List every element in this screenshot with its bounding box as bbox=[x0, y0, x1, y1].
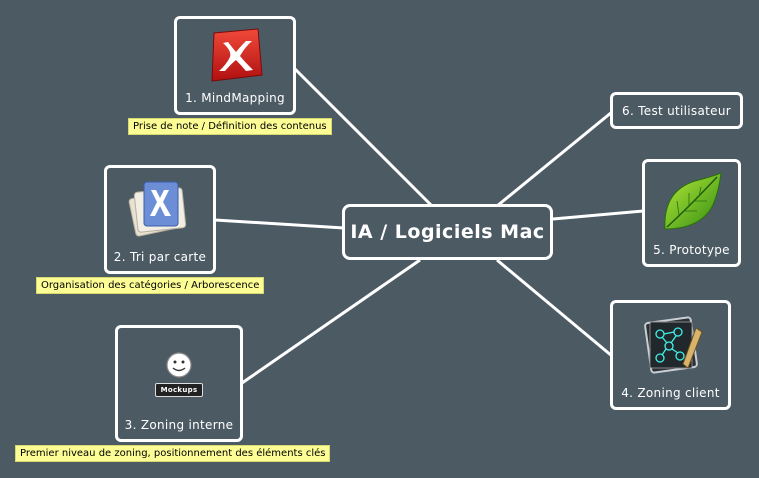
node-test-utilisateur[interactable]: 6. Test utilisateur bbox=[610, 92, 743, 129]
connector-test-utilisateur bbox=[496, 110, 613, 208]
mockups-icon: Mockups bbox=[118, 328, 240, 418]
node-zoning-interne[interactable]: Mockups 3. Zoning interne bbox=[115, 325, 243, 442]
note-tri-carte: Organisation des catégories / Arborescen… bbox=[36, 277, 265, 294]
node-tri-carte[interactable]: 2. Tri par carte bbox=[104, 165, 216, 274]
cardsort-icon bbox=[107, 168, 213, 250]
omnigraffle-icon bbox=[613, 303, 728, 386]
node-prototype[interactable]: 5. Prototype bbox=[642, 159, 741, 267]
xmind-icon bbox=[177, 19, 293, 91]
node-prototype-label: 5. Prototype bbox=[653, 243, 730, 257]
central-topic-label: IA / Logiciels Mac bbox=[350, 221, 545, 243]
connector-zoning-client bbox=[496, 258, 613, 358]
connector-mindmapping bbox=[292, 66, 434, 208]
mockups-icon-text: Mockups bbox=[154, 382, 204, 397]
node-zoning-client-label: 4. Zoning client bbox=[621, 386, 720, 400]
connector-zoning-interne bbox=[241, 258, 421, 385]
leaf-icon bbox=[645, 162, 738, 243]
node-mindmapping[interactable]: 1. MindMapping bbox=[174, 16, 296, 115]
note-zoning-interne: Premier niveau de zoning, positionnement… bbox=[15, 445, 331, 462]
connector-tri-carte bbox=[214, 218, 345, 230]
node-mindmapping-label: 1. MindMapping bbox=[185, 91, 285, 105]
node-test-utilisateur-label: 6. Test utilisateur bbox=[622, 103, 731, 118]
note-mindmapping: Prise de note / Définition des contenus bbox=[128, 118, 332, 135]
node-zoning-client[interactable]: 4. Zoning client bbox=[610, 300, 731, 410]
node-zoning-interne-label: 3. Zoning interne bbox=[124, 418, 234, 432]
central-topic[interactable]: IA / Logiciels Mac bbox=[342, 204, 553, 260]
node-tri-carte-label: 2. Tri par carte bbox=[113, 250, 207, 264]
connector-prototype bbox=[552, 209, 644, 221]
